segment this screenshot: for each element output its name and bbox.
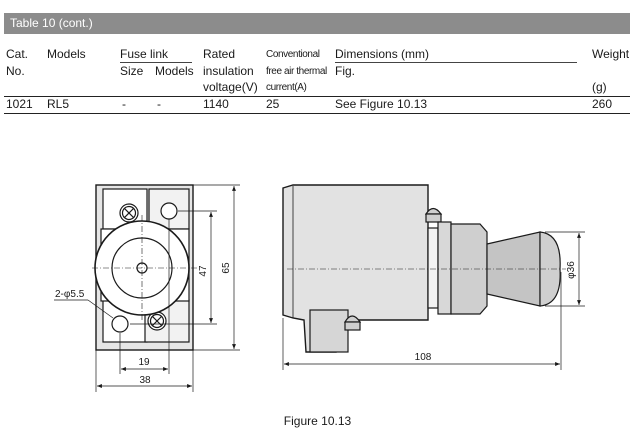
dim-47-label: 47 (198, 265, 209, 277)
header-voltage: voltage(V) (203, 80, 258, 94)
header-weight: Weight (592, 47, 630, 61)
dim-38-label: 38 (139, 375, 151, 386)
header-insulation: insulation (203, 64, 254, 78)
header-models: Models (47, 47, 86, 61)
cell-figure-ref: See Figure 10.13 (335, 97, 428, 111)
header-no: No. (6, 64, 25, 78)
table-title-bar: Table 10 (cont.) (4, 13, 630, 34)
table-title: Table 10 (cont.) (10, 16, 93, 30)
header-dimensions: Dimensions (mm) (335, 47, 430, 61)
header-rated: Rated (203, 47, 236, 61)
terminal-screw-top (119, 203, 139, 223)
header-weight-unit: (g) (592, 80, 607, 94)
cell-current: 25 (266, 97, 280, 111)
dim-65-label: 65 (221, 262, 232, 274)
header-current: current(A) (266, 82, 307, 93)
dim-19-label: 19 (138, 357, 150, 368)
header-conventional: Conventional (266, 49, 320, 60)
terminal-screw-bottom (147, 311, 167, 331)
header-fuse-link: Fuse link (120, 47, 169, 61)
cell-cat-no: 1021 (6, 97, 33, 111)
side-view (282, 184, 566, 353)
dim-hole-label: 2-φ5.5 (55, 289, 85, 300)
side-foot (309, 309, 349, 353)
header-rule (4, 96, 630, 97)
mounting-hole-top (160, 202, 178, 220)
dim-phi36-label: φ36 (566, 261, 577, 279)
side-view-dimensions (282, 231, 585, 370)
header-fuse-size: Size (120, 64, 144, 78)
header-fig: Fig. (335, 64, 356, 78)
cell-weight: 260 (592, 97, 613, 111)
mounting-hole-bottom (111, 315, 129, 333)
header-cat: Cat. (6, 47, 29, 61)
front-view-dimensions (54, 184, 240, 392)
cell-rated-voltage: 1140 (203, 97, 229, 111)
side-cap-ring (437, 221, 452, 315)
side-holder-flange (427, 227, 439, 309)
dim-108-label: 108 (415, 352, 432, 363)
cell-model: RL5 (47, 97, 70, 111)
cell-fuse-models: - (157, 97, 161, 111)
header-fuse-models: Models (155, 64, 194, 78)
dimensions-rule (335, 62, 577, 63)
cell-fuse-size: - (122, 97, 126, 111)
figure-caption: Figure 10.13 (283, 414, 352, 428)
fuse-link-rule (120, 62, 192, 63)
table-bottom-rule (4, 113, 630, 114)
front-view (92, 184, 198, 351)
header-free-air: free air thermal (266, 66, 327, 77)
side-knob-end (539, 231, 561, 307)
